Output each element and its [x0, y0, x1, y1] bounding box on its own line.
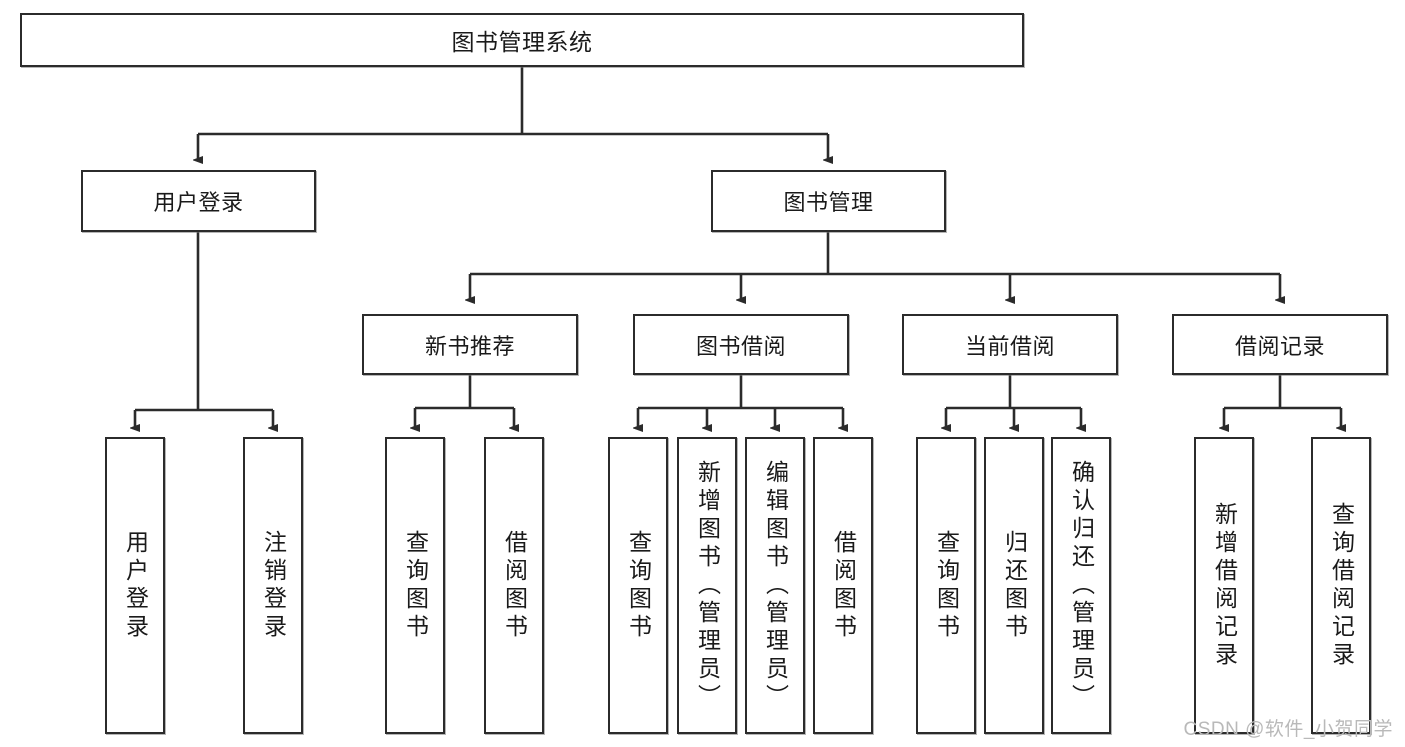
node-leaf-edit-book-admin[interactable]: 编辑图书（管理员） — [745, 437, 805, 734]
watermark-text: CSDN @软件_小贺同学 — [1183, 719, 1393, 740]
node-leaf-user-login[interactable]: 用户登录 — [105, 437, 165, 734]
node-borrow-record[interactable]: 借阅记录 — [1172, 314, 1388, 375]
node-leaf-return-book[interactable]: 归还图书 — [984, 437, 1044, 734]
node-leaf-add-book-admin[interactable]: 新增图书（管理员） — [677, 437, 737, 734]
node-leaf-query-book-current[interactable]: 查询图书 — [916, 437, 976, 734]
node-user-login[interactable]: 用户登录 — [81, 170, 316, 232]
node-leaf-query-book-recommend[interactable]: 查询图书 — [385, 437, 445, 734]
node-book-management[interactable]: 图书管理 — [711, 170, 946, 232]
node-leaf-query-borrow-record[interactable]: 查询借阅记录 — [1311, 437, 1371, 734]
node-leaf-borrow-book[interactable]: 借阅图书 — [813, 437, 873, 734]
node-root-system[interactable]: 图书管理系统 — [20, 13, 1024, 67]
node-leaf-query-book[interactable]: 查询图书 — [608, 437, 668, 734]
node-new-book-recommend[interactable]: 新书推荐 — [362, 314, 578, 375]
node-leaf-add-borrow-record[interactable]: 新增借阅记录 — [1194, 437, 1254, 734]
node-leaf-borrow-book-recommend[interactable]: 借阅图书 — [484, 437, 544, 734]
node-current-borrow[interactable]: 当前借阅 — [902, 314, 1118, 375]
node-leaf-confirm-return-admin[interactable]: 确认归还（管理员） — [1051, 437, 1111, 734]
node-book-borrow[interactable]: 图书借阅 — [633, 314, 849, 375]
node-leaf-user-logout[interactable]: 注销登录 — [243, 437, 303, 734]
